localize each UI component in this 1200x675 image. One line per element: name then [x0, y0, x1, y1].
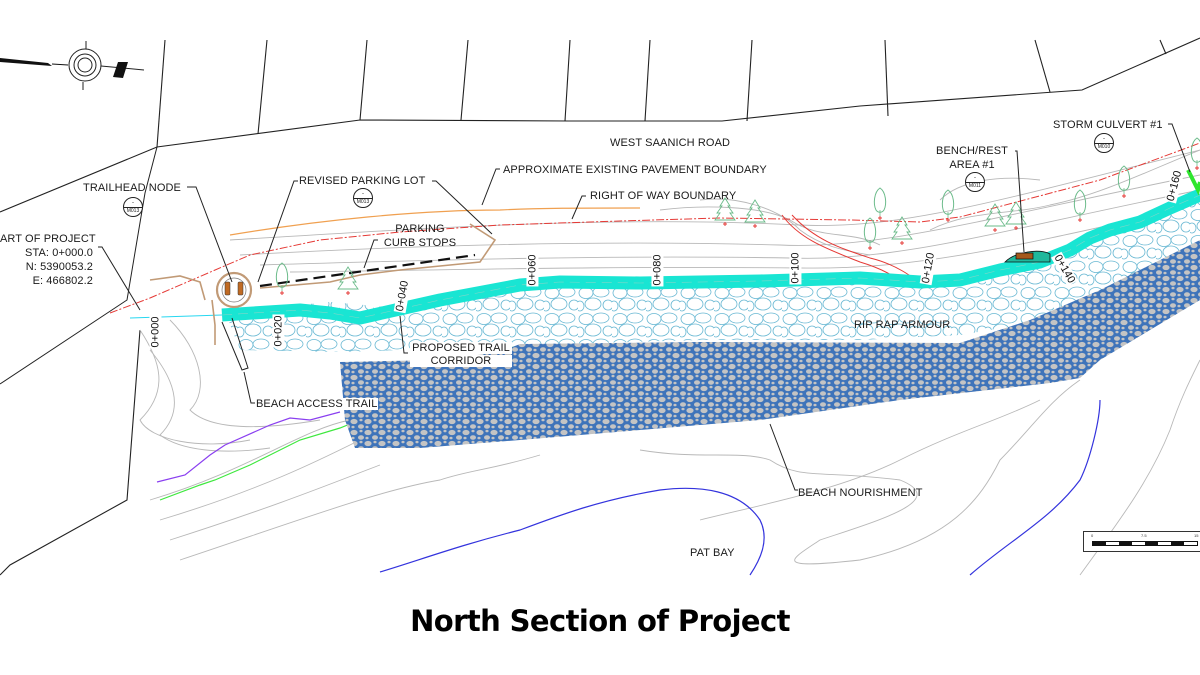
scale-tick: 15: [1194, 533, 1199, 538]
start-of-project-title: ART OF PROJECT: [0, 233, 96, 245]
road-name-label: WEST SAANICH ROAD: [610, 137, 731, 149]
right-of-way-label: RIGHT OF WAY BOUNDARY: [590, 190, 737, 202]
scale-tick: 0: [1091, 533, 1094, 538]
detail-ref-sheet: M011: [968, 183, 982, 189]
bench-rest-area-label-line2: AREA #1: [949, 159, 995, 171]
scale-bar-segments: [1092, 541, 1198, 546]
start-of-project-station: STA: 0+000.0: [25, 247, 93, 259]
storm-culvert-1: [1186, 169, 1200, 196]
revised-parking-lot: [149, 223, 497, 345]
pat-bay-label: PAT BAY: [690, 547, 735, 559]
beach-nourishment-area: [340, 240, 1200, 448]
detail-reference-bench: - M011: [965, 172, 985, 192]
beach-nourishment-label: BEACH NOURISHMENT: [798, 487, 923, 499]
trail-start-line: [129, 314, 223, 319]
start-of-project-northing: N: 5390053.2: [25, 261, 93, 273]
station-label: 0+020: [272, 314, 285, 348]
trailhead-node-label: TRAILHEAD NODE: [83, 182, 181, 194]
revised-parking-lot-label: REVISED PARKING LOT: [299, 175, 426, 187]
station-label: 0+080: [651, 253, 664, 287]
parking-curb-stops-label-line1: PARKING: [395, 223, 445, 235]
rip-rap-armour: [225, 190, 1200, 352]
rip-rap-armour-label: RIP RAP ARMOUR: [854, 319, 951, 331]
station-label: 0+060: [526, 253, 539, 287]
right-of-way-line: [109, 142, 1200, 314]
beach-access-trail-label: BEACH ACCESS TRAIL: [255, 398, 379, 410]
pavement-boundary-label: APPROXIMATE EXISTING PAVEMENT BOUNDARY: [503, 164, 767, 176]
property-lot-lines: [0, 37, 1200, 576]
site-plan-svg: [0, 37, 1200, 576]
station-label: 0+000: [149, 315, 162, 349]
storm-culvert-label: STORM CULVERT #1: [1053, 119, 1163, 131]
detail-ref-sheet: M013: [356, 199, 370, 205]
detail-reference-parking: - M013: [353, 188, 373, 208]
bench-rest-area-1: [1004, 250, 1051, 263]
proposed-trail-corridor-label-line1: PROPOSED TRAIL: [410, 342, 512, 354]
trail-centerline: [221, 194, 1200, 319]
detail-reference-trailhead: - M013: [123, 197, 143, 217]
beach-access-trail: [221, 317, 249, 371]
pavement-boundary-line: [229, 207, 641, 236]
start-of-project-easting: E: 466802.2: [32, 275, 93, 287]
detail-ref-sheet: M010: [1097, 144, 1111, 150]
detail-ref-top: -: [974, 175, 976, 181]
figure-caption: North Section of Project: [410, 604, 790, 638]
bench-rest-area-label-line1: BENCH/REST: [936, 145, 1008, 157]
detail-ref-top: -: [132, 200, 134, 206]
detail-ref-sheet: M013: [126, 208, 140, 214]
parking-curb-stops-label-line2: CURB STOPS: [383, 237, 457, 249]
trailhead-node: [215, 271, 253, 309]
proposed-trail-corridor-label-line2: CORRIDOR: [410, 355, 512, 367]
detail-reference-culvert: - M010: [1094, 133, 1114, 153]
scale-tick: 7.5: [1141, 533, 1147, 538]
contour-lines: [139, 149, 1200, 576]
station-label: 0+100: [789, 251, 802, 285]
detail-ref-top: -: [1103, 136, 1105, 142]
detail-ref-top: -: [362, 191, 364, 197]
site-plan-drawing: [0, 37, 1200, 576]
scale-bar: 0 7.5 15 M: [1083, 531, 1200, 552]
callout-leaders: [98, 123, 1191, 491]
north-arrow-icon: [0, 41, 145, 90]
